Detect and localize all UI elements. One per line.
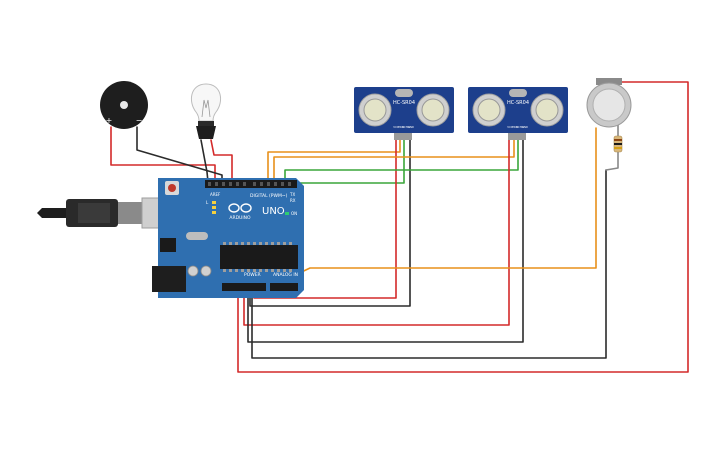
wire-bulb-2[interactable] [210,139,233,183]
microcontroller-chip [220,245,298,269]
buzzer-minus-label: − [136,116,143,125]
ultrasonic-sensor-2[interactable]: HC-SR04 VCC TRIG ECHO GND [468,87,568,140]
wire-sensor2-trig[interactable] [273,139,515,183]
sensor2-pin-gnd: GND [522,125,528,129]
usb-cable[interactable] [37,197,173,229]
capacitor-2 [200,265,212,277]
small-ic [160,238,176,252]
sensor1-pin-gnd: GND [408,125,414,129]
light-bulb[interactable] [190,83,222,139]
sensor2-pin-trig: TRIG [512,125,518,129]
digital-header [205,180,297,188]
resistor[interactable] [613,135,623,153]
power-jack[interactable] [152,266,186,292]
wire-gas-vcc[interactable] [237,81,689,373]
analog-header [270,283,298,291]
digital-pin-row [208,182,291,186]
wire-sensor2-vcc[interactable] [243,139,510,326]
chip-pins [223,242,292,272]
arduino-logo-icon [228,203,252,213]
sensor1-label: HC-SR04 [393,100,415,106]
wire-gas-gnd[interactable] [251,169,607,359]
capacitor-1 [187,265,199,277]
on-label: ON [291,211,297,216]
sensor1-pin-vcc: VCC [393,125,399,129]
wire-bulb-1[interactable] [200,139,209,183]
sensor1-pin-trig: TRIG [398,125,404,129]
power-label: POWER [244,272,261,278]
power-header [222,283,266,291]
model-label: UNO [262,206,285,217]
crystal [186,232,208,240]
l-label: L [206,200,209,205]
wire-sensor1-echo[interactable] [299,139,405,189]
sensor2-pin-echo: ECHO [516,125,523,129]
arduino-uno-board[interactable]: AREF DIGITAL (PWM~) TX RX L ON ARDUINO U… [152,178,304,298]
brand-label: ARDUINO [229,215,251,221]
sensor2-label: HC-SR04 [507,100,529,106]
piezo-buzzer[interactable]: + − [100,81,148,129]
sensor2-pin-vcc: VCC [507,125,513,129]
ultrasonic-sensor-1[interactable]: HC-SR04 VCC TRIG ECHO GND [354,87,454,140]
wire-sensor1-trig[interactable] [267,139,401,183]
gas-sensor[interactable] [586,78,632,128]
digital-label: DIGITAL (PWM~) [250,193,288,199]
wire-sensor2-echo[interactable] [284,139,519,183]
wire-sensor2-gnd[interactable] [247,139,524,343]
analog-label: ANALOG IN [273,272,298,278]
wire-gas-resistor-lead-2 [605,151,619,171]
sensor1-pin-echo: ECHO [402,125,409,129]
rx-label: RX [290,198,296,203]
aref-label: AREF [210,192,221,197]
buzzer-plus-label: + [106,116,113,125]
tx-label: TX [289,192,295,197]
